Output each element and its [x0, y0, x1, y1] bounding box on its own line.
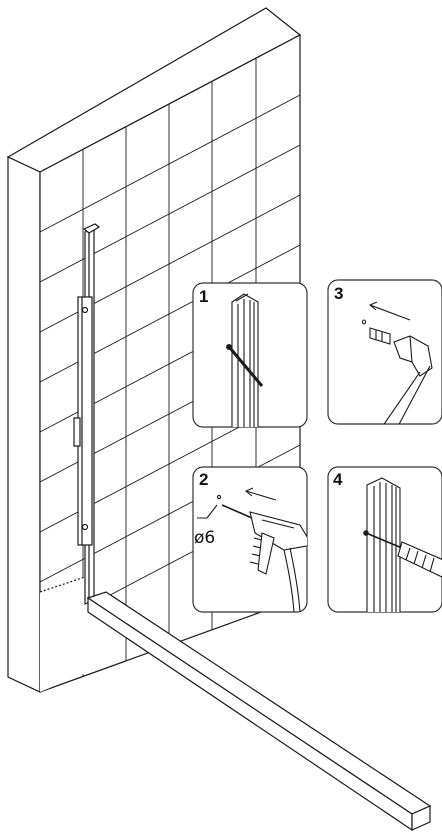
arrow-left-icon — [245, 490, 277, 501]
wall-profile — [73, 223, 101, 605]
wall-plug-icon — [369, 327, 391, 345]
profile-cap — [82, 223, 101, 234]
step-1-number: 1 — [199, 287, 208, 306]
drill-diameter-label: ø6 — [194, 528, 215, 548]
step-1-panel: 1 — [192, 282, 308, 428]
arrow-left-icon — [369, 304, 411, 321]
screw-hole-top-icon — [81, 306, 89, 314]
floor-marking — [40, 576, 88, 692]
drill-icon — [221, 504, 307, 612]
profile-clip — [73, 417, 81, 447]
step-4-number: 4 — [333, 470, 343, 489]
hammer-icon — [379, 335, 433, 424]
step-2-panel: 2 ø6 — [192, 466, 308, 613]
floor-bar — [86, 591, 432, 832]
screwdriver-icon — [363, 530, 442, 579]
step-2-number: 2 — [199, 470, 208, 489]
wall-side-face — [7, 156, 41, 693]
step-4-panel: 4 — [327, 466, 442, 613]
step-3-panel: 3 — [327, 279, 442, 425]
step-3-number: 3 — [334, 284, 343, 303]
screw-hole-bottom-icon — [81, 523, 89, 531]
marker-pencil-icon — [228, 347, 264, 387]
